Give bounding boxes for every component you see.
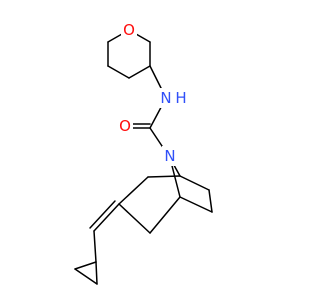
azabicyclo-core [118,157,213,234]
bond [93,203,120,232]
atom-mask [117,116,133,136]
amide-nitrogen-label: N [160,89,171,107]
bond [118,203,151,234]
bond [107,65,130,79]
bond [208,189,213,213]
ring-oxygen-label: O [123,21,135,39]
carbonyl-oxygen-label: O [119,117,131,135]
bond [149,196,181,234]
amide-hydrogen-label: H [175,89,186,107]
bond [179,196,213,213]
bond [74,268,98,285]
bond [93,230,97,263]
bond [74,261,97,270]
molecule-structure: O N H O N [74,20,213,285]
bond [179,175,210,191]
bridge-nitrogen-label: N [164,147,175,165]
oxane-ring [107,29,151,79]
atom-mask [158,88,190,108]
atom-mask [121,20,137,40]
bond [128,65,151,79]
cyclopropyl-ring [74,261,98,285]
atom-mask [162,146,178,166]
bond [147,175,181,178]
bond [89,200,116,229]
bond [95,261,98,285]
bond [118,176,149,205]
